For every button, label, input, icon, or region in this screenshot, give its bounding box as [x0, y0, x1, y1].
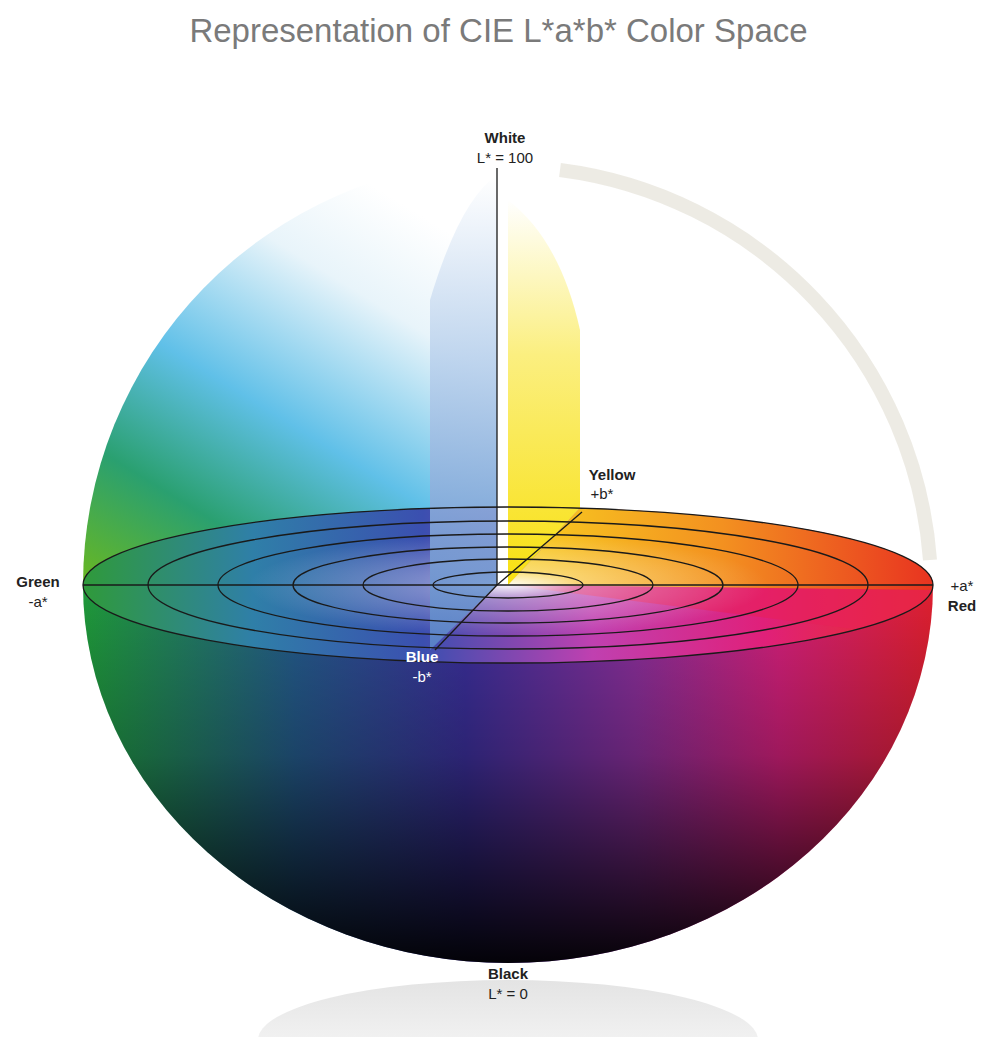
axis-label: Yellow: [589, 465, 636, 484]
axis-sign: -a*: [28, 592, 47, 611]
axis-sign: +a*: [951, 576, 974, 595]
axis-label: Black: [488, 964, 528, 983]
axis-value: L* = 100: [477, 148, 533, 167]
axis-value: L* = 0: [488, 984, 528, 1003]
axis-label: White: [485, 128, 526, 147]
diagram-title: Representation of CIE L*a*b* Color Space: [0, 12, 997, 50]
axis-label: Red: [948, 596, 976, 615]
axis-sign: -b*: [412, 667, 431, 686]
axis-label: Blue: [406, 647, 439, 666]
axis-label: Green: [16, 572, 59, 591]
axis-sign: +b*: [591, 484, 614, 503]
